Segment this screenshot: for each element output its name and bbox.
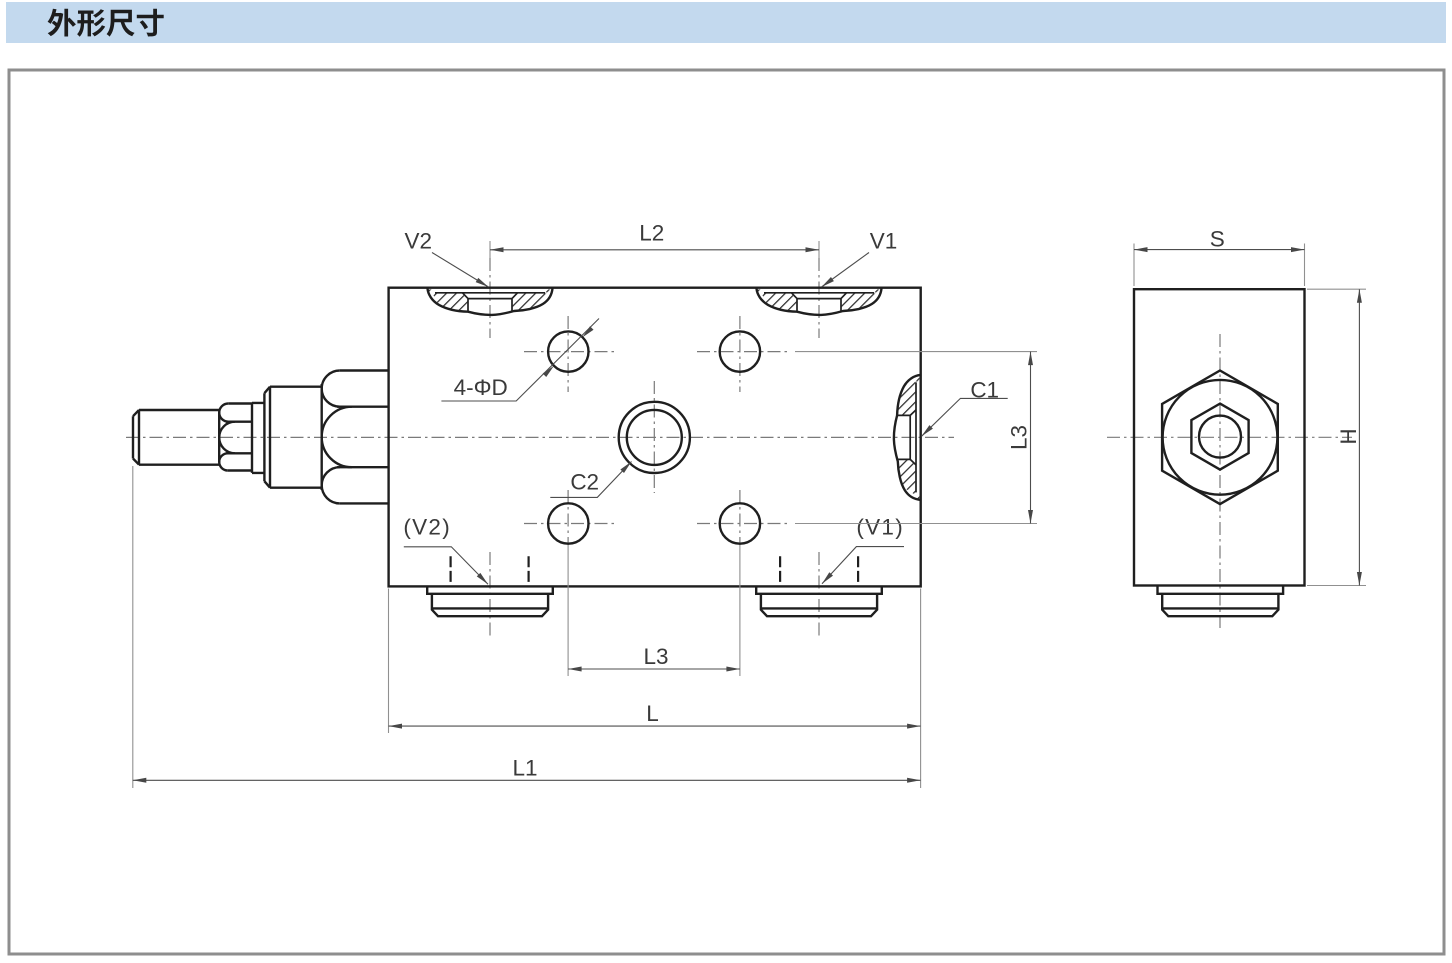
- svg-text:V1: V1: [870, 228, 898, 253]
- svg-text:H: H: [1336, 428, 1361, 444]
- svg-text:L3: L3: [643, 644, 668, 669]
- svg-text:V2: V2: [405, 228, 433, 253]
- svg-text:4-ΦD: 4-ΦD: [454, 375, 508, 400]
- svg-text:(V1): (V1): [856, 515, 904, 540]
- svg-text:L: L: [646, 701, 659, 726]
- svg-text:L2: L2: [639, 221, 664, 246]
- svg-text:S: S: [1210, 226, 1225, 251]
- svg-text:C2: C2: [570, 469, 599, 494]
- svg-text:(V2): (V2): [403, 515, 451, 540]
- svg-text:L3: L3: [1007, 425, 1032, 450]
- svg-text:L1: L1: [512, 756, 537, 781]
